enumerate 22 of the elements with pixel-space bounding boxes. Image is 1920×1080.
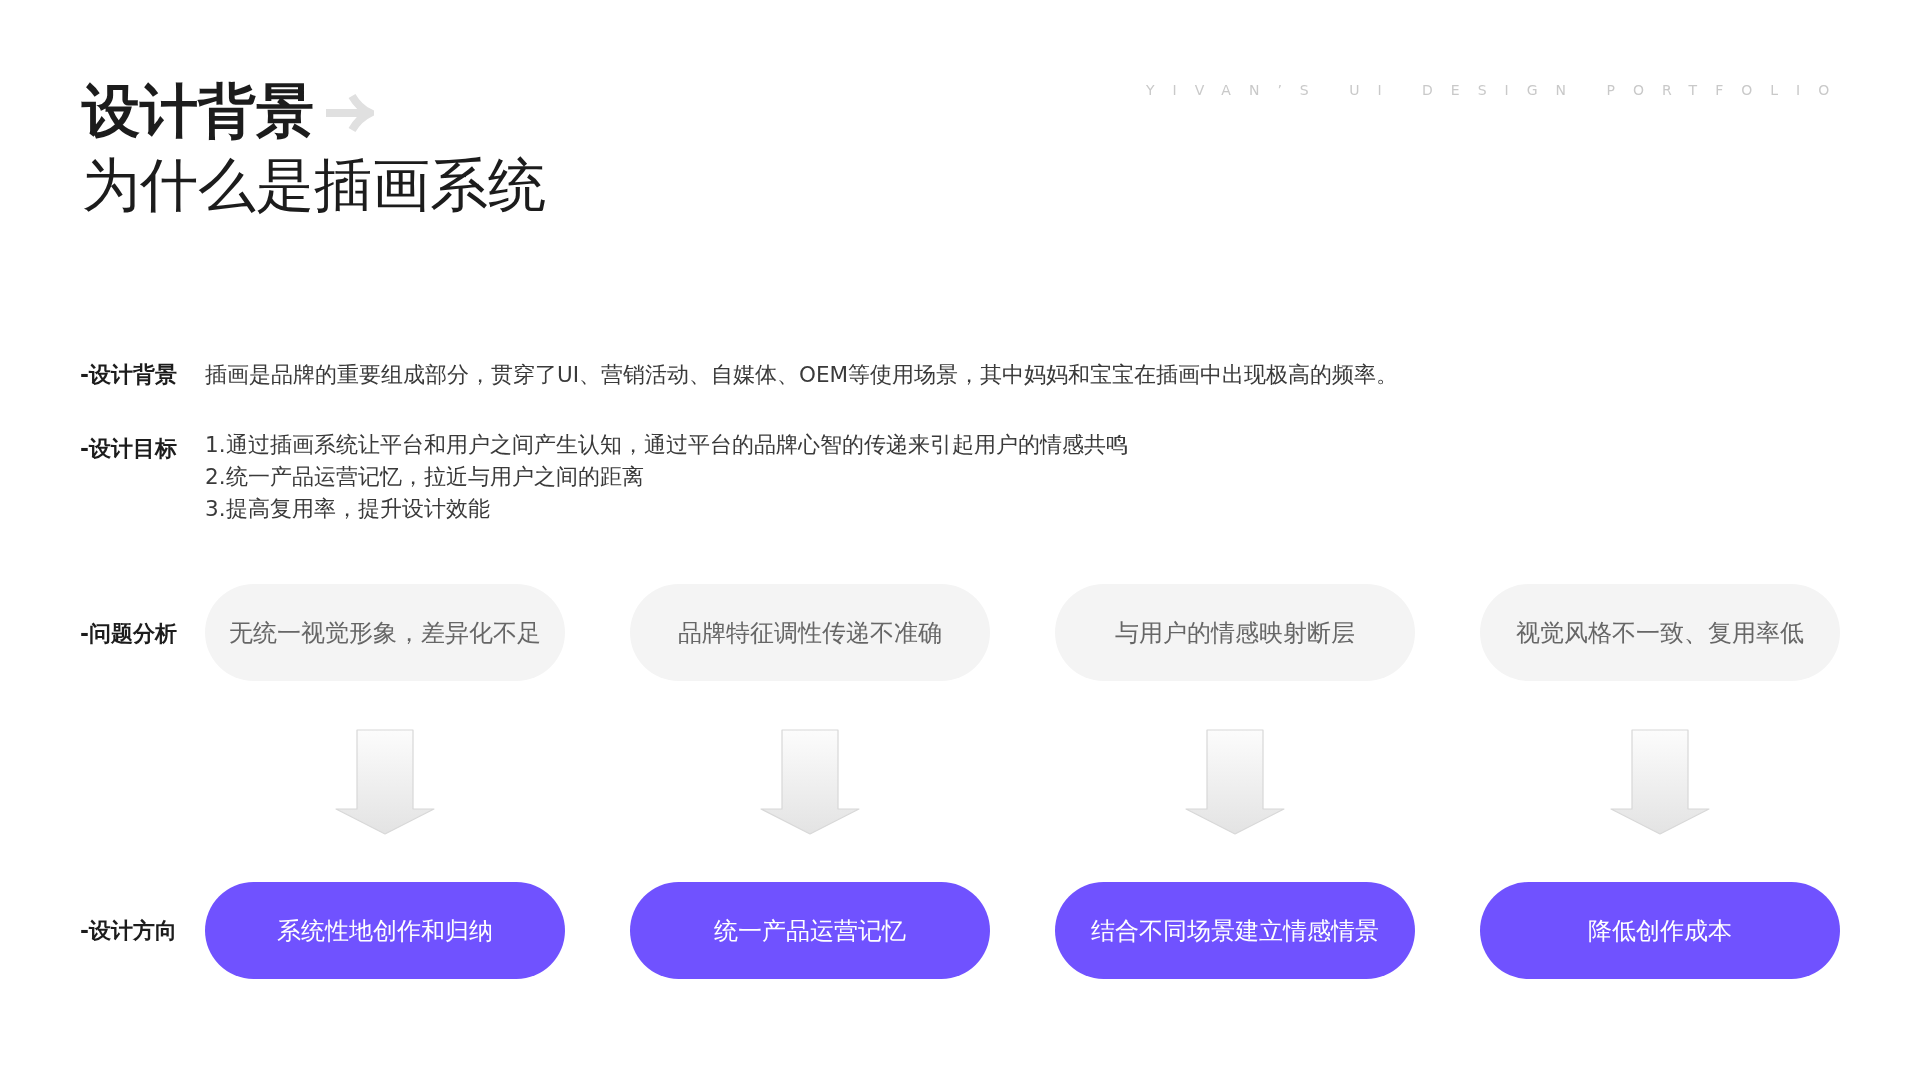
list-item: 2.统一产品运营记忆，拉近与用户之间的距离	[205, 463, 644, 491]
row-label: -设计方向	[80, 917, 177, 945]
subtitle: 为什么是插画系统	[82, 149, 546, 221]
block-arrow	[1185, 729, 1285, 835]
block-arrow	[760, 729, 860, 835]
direction-pill: 结合不同场景建立情感情景	[1055, 882, 1415, 979]
row-label: -设计目标	[80, 435, 177, 463]
list-item: 3.提高复用率，提升设计效能	[205, 495, 490, 523]
row-label: -设计背景	[80, 361, 177, 389]
title: 设计背景	[82, 76, 314, 146]
list-item: 1.通过插画系统让平台和用户之间产生认知，通过平台的品牌心智的传递来引起用户的情感共鸣	[205, 431, 1128, 459]
direction-pill: 系统性地创作和归纳	[205, 882, 565, 979]
paragraph: 插画是品牌的重要组成部分，贯穿了UI、营销活动、自媒体、OEM等使用场景，其中妈妈和宝宝在插画中出现极高的频率。	[205, 361, 1399, 389]
row-label: -问题分析	[80, 620, 177, 648]
problem-pill: 无统一视觉形象，差异化不足	[205, 584, 565, 681]
block-arrow	[1610, 729, 1710, 835]
block-arrow	[335, 729, 435, 835]
direction-pill: 降低创作成本	[1480, 882, 1840, 979]
problem-pill: 与用户的情感映射断层	[1055, 584, 1415, 681]
problem-pill: 视觉风格不一致、复用率低	[1480, 584, 1840, 681]
problem-pill: 品牌特征调性传递不准确	[630, 584, 990, 681]
direction-pill: 统一产品运营记忆	[630, 882, 990, 979]
